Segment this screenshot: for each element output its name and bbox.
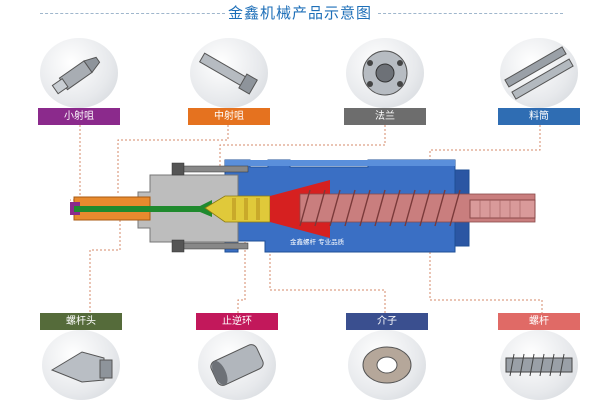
page-title: 金鑫机械产品示意图 bbox=[227, 4, 372, 22]
bolt-top-head bbox=[171, 162, 185, 176]
label-screw-head: 螺杆头 bbox=[40, 313, 122, 330]
middle-nozzle-image bbox=[190, 38, 268, 108]
barrel-caption: 金鑫螺杆 专业品质 bbox=[290, 237, 345, 246]
screw-head-image bbox=[42, 330, 120, 400]
connector-small-nozzle bbox=[70, 125, 81, 201]
label-flange: 法兰 bbox=[344, 108, 426, 125]
barrel-top-rail bbox=[225, 160, 455, 166]
check-ring-band-2 bbox=[244, 198, 248, 220]
washer-image bbox=[348, 330, 426, 400]
label-small-nozzle: 小射咀 bbox=[38, 108, 120, 125]
check-ring-band-3 bbox=[256, 198, 260, 220]
bolt-bottom-shaft bbox=[183, 242, 249, 250]
title-divider-left bbox=[40, 13, 225, 14]
label-middle-nozzle: 中射咀 bbox=[188, 108, 270, 125]
label-screw: 螺杆 bbox=[498, 313, 580, 330]
connector-screw-head bbox=[89, 212, 121, 313]
title-divider-right bbox=[378, 13, 563, 14]
label-barrel: 料筒 bbox=[498, 108, 580, 125]
connector-barrel bbox=[429, 125, 541, 160]
screw-image bbox=[500, 330, 578, 400]
bolt-bottom-head bbox=[171, 239, 185, 253]
label-washer: 介子 bbox=[346, 313, 428, 330]
connector-middle-nozzle bbox=[117, 125, 229, 195]
connector-flange bbox=[219, 125, 386, 170]
melt-channel bbox=[74, 200, 212, 217]
check-ring-image bbox=[198, 330, 276, 400]
flange-image bbox=[346, 38, 424, 108]
small-nozzle-image bbox=[40, 38, 118, 108]
bolt-top-shaft bbox=[183, 165, 249, 173]
barrel-image bbox=[500, 38, 578, 108]
connector-screw bbox=[429, 240, 543, 313]
screw-spline-end bbox=[469, 199, 536, 219]
label-check-ring: 止逆环 bbox=[196, 313, 278, 330]
check-ring-band-1 bbox=[232, 198, 236, 220]
connector-check-ring bbox=[237, 210, 246, 313]
